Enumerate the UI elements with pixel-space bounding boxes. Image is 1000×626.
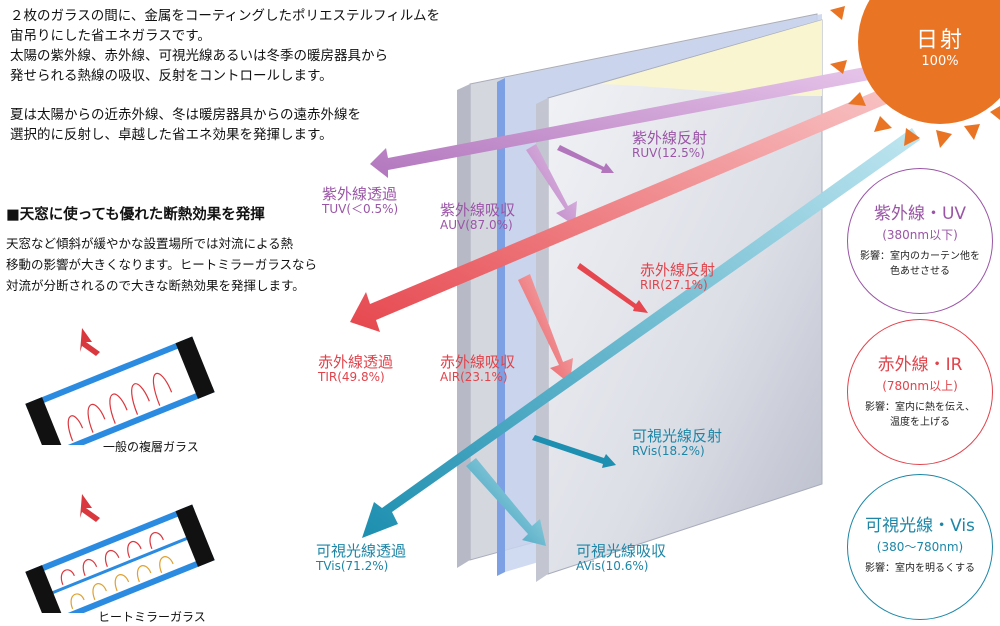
- uv-legend-title: 紫外線・UV: [873, 204, 967, 224]
- ir-absorb-label: 赤外線吸収 AIR(23.1%): [440, 353, 516, 385]
- skylight-line: 移動の影響が大きくなります。ヒートミラーガラスなら: [6, 257, 318, 272]
- normal-glass-diagram: [25, 328, 215, 445]
- vis-legend-circle: 可視光線・Vis (380〜780nm) 影響：室内を明るくする: [847, 474, 993, 620]
- vis-reflect-arrow: [532, 435, 616, 468]
- uv-reflect-value: RUV(12.5%): [632, 146, 705, 161]
- uv-legend-range: (380nm以下): [882, 228, 958, 242]
- uv-legend-circle: 紫外線・UV (380nm以下) 影響：室内のカーテン他を 色あせさせる: [847, 168, 993, 314]
- ir-legend-desc-2: 温度を上げる: [890, 417, 950, 428]
- vis-reflect-label: 可視光線反射 RVis(18.2%): [632, 427, 723, 459]
- intro-line: 夏は太陽からの近赤外線、冬は暖房器具からの遠赤外線を: [10, 107, 361, 123]
- ir-legend-circle: 赤外線・IR (780nm以上) 影響：室内に熱を伝え、 温度を上げる: [847, 319, 993, 465]
- uv-reflect-name: 紫外線反射: [632, 129, 708, 147]
- intro-line: ２枚のガラスの間に、金属をコーティングしたポリエステルフィルムを: [10, 8, 440, 24]
- vis-absorb-name: 可視光線吸収: [576, 542, 667, 560]
- vis-transmit-label: 可視光線透過 TVis(71.2%): [316, 542, 407, 574]
- uv-legend-desc: 影響：室内のカーテン他を 色あせさせる: [848, 249, 992, 279]
- sun-title: 日射: [915, 28, 964, 53]
- intro-text: ２枚のガラスの間に、金属をコーティングしたポリエステルフィルムを 宙吊りにした省…: [10, 6, 440, 145]
- uv-transmit-arrow: [370, 66, 880, 178]
- vis-absorb-label: 可視光線吸収 AVis(10.6%): [576, 542, 667, 574]
- vis-legend-desc: 影響：室内を明るくする: [848, 561, 992, 576]
- intro-line: 発せられる熱線の吸収、反射をコントロールします。: [10, 68, 333, 84]
- skylight-title: ■天窓に使っても優れた断熱効果を発揮: [6, 207, 265, 223]
- heatmirror-glass-diagram: [25, 494, 215, 613]
- skylight-line: 対流が分断されるので大きな断熱効果を発揮します。: [6, 278, 305, 293]
- intro-line: 太陽の紫外線、赤外線、可視光線あるいは冬季の暖房器具から: [10, 48, 388, 64]
- ir-reflect-label: 赤外線反射 RIR(27.1%): [640, 261, 716, 293]
- ir-absorb-name: 赤外線吸収: [440, 353, 516, 371]
- heatmirror-glass-caption: ヒートミラーガラス: [98, 610, 206, 624]
- ir-legend-desc-1: 影響：室内に熱を伝え、: [865, 402, 975, 413]
- ir-legend-title: 赤外線・IR: [877, 355, 963, 375]
- ir-rays: [350, 86, 896, 384]
- ir-transmit-value: TIR(49.8%): [318, 370, 385, 385]
- uv-legend-desc-1: 影響：室内のカーテン他を: [860, 251, 980, 262]
- ir-absorb-value: AIR(23.1%): [440, 370, 508, 385]
- uv-transmit-value: TUV(＜0.5%): [322, 202, 399, 217]
- ir-reflect-value: RIR(27.1%): [640, 278, 708, 293]
- uv-transmit-name: 紫外線透過: [322, 185, 398, 203]
- uv-absorb-arrow: [526, 144, 577, 226]
- vis-transmit-name: 可視光線透過: [316, 542, 407, 560]
- vis-reflect-value: RVis(18.2%): [632, 444, 705, 459]
- sun-label: 日射 100%: [900, 22, 980, 69]
- intro-line: 選択的に反射し、卓越した省エネ効果を発揮します。: [10, 127, 333, 143]
- ir-legend-desc: 影響：室内に熱を伝え、 温度を上げる: [848, 400, 992, 430]
- uv-reflect-label: 紫外線反射 RUV(12.5%): [632, 129, 708, 161]
- normal-glass-caption: 一般の複層ガラス: [103, 440, 199, 454]
- ir-legend-range: (780nm以上): [882, 379, 958, 393]
- vis-absorb-value: AVis(10.6%): [576, 559, 649, 574]
- vis-legend-title: 可視光線・Vis: [865, 516, 975, 536]
- uv-absorb-label: 紫外線吸収 AUV(87.0%): [440, 201, 516, 233]
- ir-transmit-name: 赤外線透過: [318, 353, 394, 371]
- sun-percent: 100%: [921, 54, 959, 69]
- uv-legend-desc-2: 色あせさせる: [890, 266, 950, 277]
- vis-legend-desc-1: 影響：室内を明るくする: [865, 563, 975, 574]
- uv-rays: [370, 66, 880, 226]
- uv-reflect-arrow: [557, 145, 614, 173]
- uv-absorb-name: 紫外線吸収: [440, 201, 516, 219]
- vis-legend-range: (380〜780nm): [876, 540, 964, 554]
- uv-transmit-label: 紫外線透過 TUV(＜0.5%): [322, 185, 399, 217]
- vis-transmit-value: TVis(71.2%): [316, 559, 389, 574]
- vis-rays: [362, 128, 920, 546]
- sun-icon: [830, 0, 1000, 148]
- intro-line: 宙吊りにした省エネガラスです。: [10, 28, 211, 44]
- ir-reflect-name: 赤外線反射: [640, 261, 716, 279]
- ir-transmit-label: 赤外線透過 TIR(49.8%): [318, 353, 394, 385]
- ir-reflect-arrow: [577, 263, 648, 313]
- skylight-text: 天窓など傾斜が緩やかな設置場所では対流による熱 移動の影響が大きくなります。ヒー…: [6, 233, 317, 296]
- vis-reflect-name: 可視光線反射: [632, 427, 723, 445]
- uv-absorb-value: AUV(87.0%): [440, 218, 513, 233]
- skylight-line: 天窓など傾斜が緩やかな設置場所では対流による熱: [6, 236, 294, 251]
